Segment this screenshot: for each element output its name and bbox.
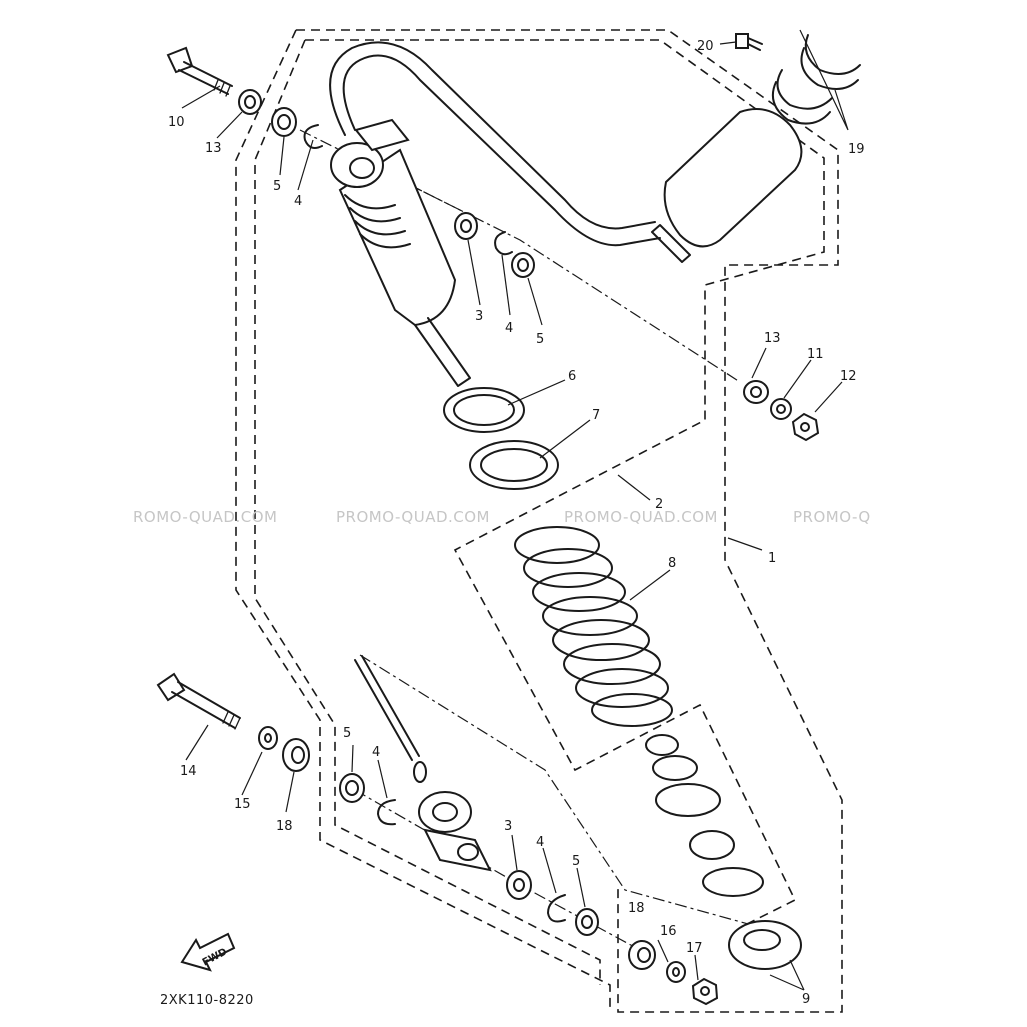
- bearing-3-lower: [506, 870, 532, 900]
- part-number-12: 12: [840, 369, 857, 384]
- part-number-14: 14: [180, 764, 197, 779]
- part-number-2: 2: [655, 497, 663, 512]
- reservoir-hose: [329, 41, 661, 247]
- part-number-16: 16: [660, 924, 677, 939]
- circlip-4-lower-right: [547, 894, 566, 923]
- part-number-3: 3: [504, 819, 512, 834]
- watermark: ROMO-QUAD.COM PROMO-QUAD.COM PROMO-QUAD.…: [133, 508, 871, 526]
- watermark-text: PROMO-QUAD.COM: [336, 508, 490, 526]
- collar-18-right: [628, 940, 656, 970]
- circlip-4-upper-right: [494, 231, 513, 256]
- part-number-4: 4: [294, 194, 302, 209]
- assembly-outline-2: [254, 39, 825, 985]
- spring-seat-stack: [645, 734, 764, 897]
- lower-bolt-14: [156, 672, 241, 730]
- part-number-8: 8: [668, 556, 676, 571]
- reservoir-tank: [651, 108, 803, 263]
- damper-rod: [354, 655, 427, 783]
- part-number-5: 5: [273, 179, 281, 194]
- oil-seal-5-lower-left: [339, 773, 365, 803]
- part-number-9: 9: [802, 992, 810, 1007]
- part-number-15: 15: [234, 797, 251, 812]
- circlip-4-lower-left: [377, 799, 396, 826]
- diagram-code: 2XK110-8220: [160, 993, 254, 1008]
- shock-absorber-body: [330, 118, 471, 387]
- part-number-10: 10: [168, 115, 185, 130]
- part-number-18: 18: [276, 819, 293, 834]
- part-number-4: 4: [505, 321, 513, 336]
- part-number-4: 4: [536, 835, 544, 850]
- leader-lines: [181, 29, 849, 991]
- part-number-17: 17: [686, 941, 703, 956]
- part-number-18: 18: [628, 901, 645, 916]
- washer-11: [770, 398, 792, 420]
- part-number-4: 4: [372, 745, 380, 760]
- oil-seal-5-upper-left: [271, 107, 297, 137]
- fwd-arrow-icon: FWD: [180, 932, 236, 972]
- nut-12: [791, 412, 820, 442]
- upper-bolt-10: [166, 46, 233, 97]
- bearing-3-upper: [454, 212, 478, 240]
- oil-seal-5-upper-right: [511, 252, 535, 278]
- part-number-13: 13: [764, 331, 781, 346]
- part-number-6: 6: [568, 369, 576, 384]
- part-number-7: 7: [592, 408, 600, 423]
- assembly-outline-1: [235, 29, 843, 1013]
- watermark-text: PROMO-Q: [793, 508, 871, 526]
- collar-13-right: [743, 380, 769, 404]
- part-number-20: 20: [697, 39, 714, 54]
- part-number-5: 5: [343, 726, 351, 741]
- part-number-5: 5: [536, 332, 544, 347]
- oil-seal-5-lower-right: [575, 908, 599, 936]
- part-callouts: 1 2 3 3 4 4 4 4 5 5 5 5 6 7 8 9 10 11 12…: [168, 39, 865, 1007]
- coil-spring: [514, 526, 673, 727]
- washer-16: [666, 961, 686, 983]
- part-number-11: 11: [807, 347, 824, 362]
- part-number-1: 1: [768, 551, 776, 566]
- watermark-text: PROMO-QUAD.COM: [564, 508, 718, 526]
- adjuster-ring-7: [469, 440, 559, 490]
- part-number-3: 3: [475, 309, 483, 324]
- part-number-13: 13: [205, 141, 222, 156]
- part-number-19: 19: [848, 142, 865, 157]
- adjuster-ring-6: [443, 387, 525, 433]
- bolt-20: [735, 33, 763, 51]
- lower-cap: [728, 920, 802, 970]
- washer-15: [258, 726, 278, 750]
- circlip-4-upper-left: [303, 124, 323, 149]
- collar-18-left: [282, 738, 310, 772]
- collar-13-upper: [238, 89, 262, 115]
- part-number-5: 5: [572, 854, 580, 869]
- nut-17: [691, 977, 719, 1006]
- clamp-band-19: [772, 34, 861, 125]
- lower-clevis: [418, 791, 492, 872]
- watermark-text: ROMO-QUAD.COM: [133, 508, 277, 526]
